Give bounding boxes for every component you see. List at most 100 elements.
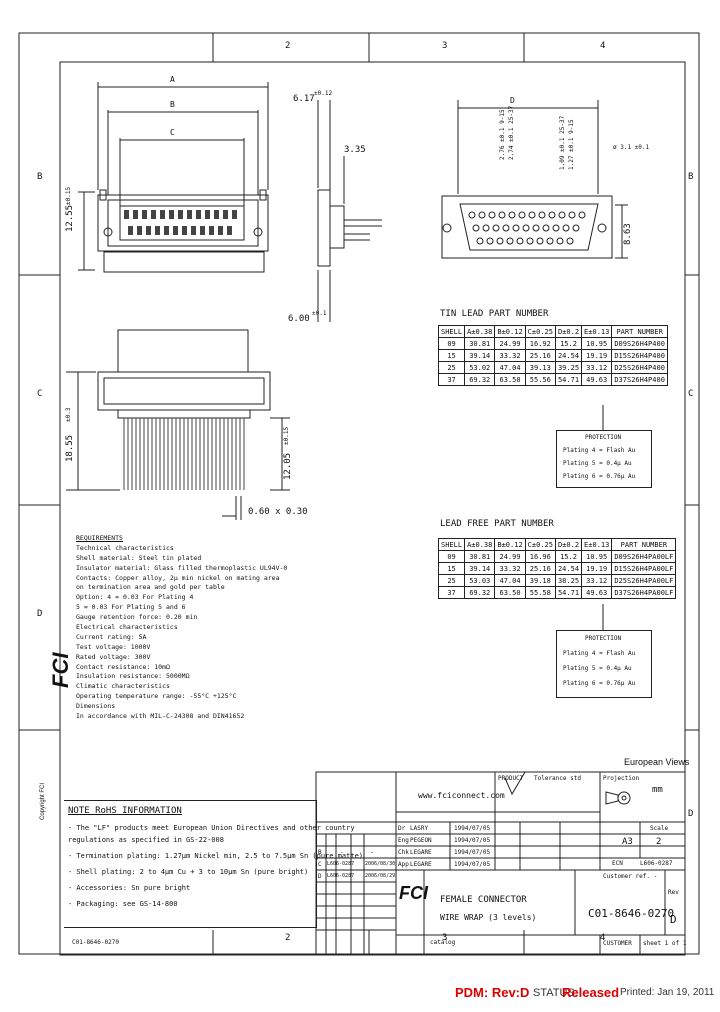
table-cell: D09S26H4P400 — [611, 337, 668, 350]
table-cell: 37 — [437, 373, 466, 386]
dim-r3: 1.09 ±0.1 25-37 — [559, 115, 566, 170]
table-cell: 53.03 — [464, 574, 496, 587]
table-cell: 49.63 — [581, 586, 613, 599]
table-cell: 30.81 — [464, 550, 496, 563]
tin-lead-table: SHELL A±0.38 B±0.12 C±0.25 D±0.2 E±0.13 … — [437, 325, 668, 386]
header-cell: SHELL — [437, 325, 466, 338]
table-cell: 53.02 — [464, 361, 496, 374]
status-value: Released — [562, 985, 620, 1000]
header-cell: E±0.13 — [581, 538, 613, 551]
table-cell: 09 — [437, 550, 466, 563]
requirement-line: Rated voltage: 300V — [76, 652, 151, 661]
sig-date: 1994/07/05 — [454, 849, 491, 856]
protection-line: Plating 5 = 0.4μ Au — [563, 665, 632, 672]
requirement-line: Climatic characteristics — [76, 682, 170, 691]
requirement-line: Insulation resistance: 5000MΩ — [76, 672, 190, 681]
table-cell: 47.04 — [494, 361, 526, 374]
rev-row-letter: C — [318, 861, 322, 868]
website: www.fciconnect.com — [418, 791, 505, 800]
requirement-line: Insulator material: Glass filled thermop… — [76, 563, 288, 572]
requirement-line: Dimensions — [76, 702, 116, 711]
dim-pin-section: 0.60 x 0.30 — [248, 507, 308, 517]
front-contacts — [124, 210, 237, 235]
header-cell: D±0.2 — [554, 538, 583, 551]
protection-line: Plating 5 = 0.4μ Au — [563, 460, 632, 467]
dim-12-55: 12.55 — [65, 204, 75, 232]
rev-row-ecn: - — [340, 849, 344, 856]
header-cell: D±0.2 — [554, 325, 583, 338]
table-cell: D37S26H4P400 — [611, 373, 668, 386]
requirement-line: on termination area and gold per table — [76, 583, 225, 592]
dim-r2: 2.74 ±0.1 25-37 — [508, 105, 515, 160]
header-cell: B±0.12 — [494, 538, 526, 551]
table-cell: D37S26H4PA00LF — [611, 586, 677, 599]
requirement-line: Shell material: Steel tin plated — [76, 553, 202, 562]
table-header-row: SHELL A±0.38 B±0.12 C±0.25 D±0.2 E±0.13 … — [437, 538, 677, 551]
requirement-line: In accordance with MIL-C-24308 and DIN41… — [76, 712, 245, 721]
table-cell: 25 — [437, 574, 466, 587]
table-cell: 33.12 — [581, 361, 613, 374]
zone-top-3: 3 — [442, 41, 448, 51]
dim-6-00-tol: ±0.1 — [312, 310, 327, 317]
header-cell: E±0.13 — [581, 325, 613, 338]
requirement-line: Gauge retention force: 0.20 min — [76, 613, 198, 622]
fci-side-logo: FCI — [48, 652, 73, 688]
scale: 2 — [656, 837, 662, 847]
table-cell: D15S26H4P400 — [611, 349, 668, 362]
table-cell: 25 — [437, 361, 466, 374]
header-cell: C±0.25 — [524, 538, 556, 551]
scale-label: Scale — [650, 825, 669, 832]
table-cell: 16.92 — [524, 337, 556, 350]
requirement-line: Current rating: 5A — [76, 632, 147, 641]
zone-top-4: 4 — [600, 41, 606, 51]
table-cell: 63.50 — [494, 373, 526, 386]
rev: D — [670, 913, 677, 926]
header-cell: SHELL — [437, 538, 466, 551]
table-cell: 39.14 — [464, 562, 496, 575]
sig-name: PEGEON — [410, 837, 432, 844]
table-cell: 25.16 — [524, 349, 556, 362]
dim-12-05: 12.05 — [283, 452, 293, 480]
zone-right-b: B — [688, 172, 694, 182]
table-cell: 09 — [437, 337, 466, 350]
pdm-rev: PDM: Rev:D — [455, 985, 530, 1000]
dim-6-17-tol: ±0.12 — [314, 90, 333, 97]
table-cell: 15.2 — [554, 337, 583, 350]
rev-row-ecn: L606-0287 — [327, 873, 355, 879]
sig-date: 1994/07/05 — [454, 837, 491, 844]
table-cell: 24.99 — [494, 337, 526, 350]
zone-right-d: D — [688, 809, 694, 819]
dim-6-17: 6.17 — [293, 94, 315, 104]
requirement-line: Contact resistance: 10mΩ — [76, 662, 170, 671]
protection-box-2: PROTECTION Plating 4 = Flash Au Plating … — [556, 630, 652, 698]
table-cell: D25S26H4P400 — [611, 361, 668, 374]
sig-date: 1994/07/05 — [454, 861, 491, 868]
european-views: European Views — [624, 757, 690, 767]
rohs-line: regulations as specified in GS-22-008 — [68, 836, 224, 844]
zone-left-c: C — [37, 389, 43, 399]
protection-line: Plating 4 = Flash Au — [563, 650, 636, 657]
dim-c: C — [170, 128, 175, 137]
requirement-line: Operating temperature range: -55°C +125°… — [76, 692, 237, 701]
doc-number: C01-8646-0270 — [588, 907, 675, 920]
dim-r1: 2.76 ±0.1 9-15 — [499, 109, 506, 160]
requirement-line: 5 = 0.03 For Plating 5 and 6 — [76, 603, 186, 612]
header-cell: PART NUMBER — [611, 325, 668, 338]
requirements-title: REQUIREMENTS — [76, 534, 123, 542]
table-cell: 10.95 — [581, 550, 613, 563]
table-cell: 33.32 — [494, 562, 526, 575]
rev-label: Rev — [668, 889, 679, 896]
protection-box-1: PROTECTION Plating 4 = Flash Au Plating … — [556, 430, 652, 488]
table-cell: 55.56 — [524, 373, 556, 386]
unit: mm — [652, 785, 663, 795]
ecn: L606-0287 — [640, 860, 673, 867]
requirement-line: Technical characteristics — [76, 543, 174, 552]
table-cell: D25S26H4PA00LF — [611, 574, 677, 587]
rohs-title: NOTE RoHS INFORMATION — [68, 806, 182, 816]
table-cell: 15.2 — [554, 550, 583, 563]
